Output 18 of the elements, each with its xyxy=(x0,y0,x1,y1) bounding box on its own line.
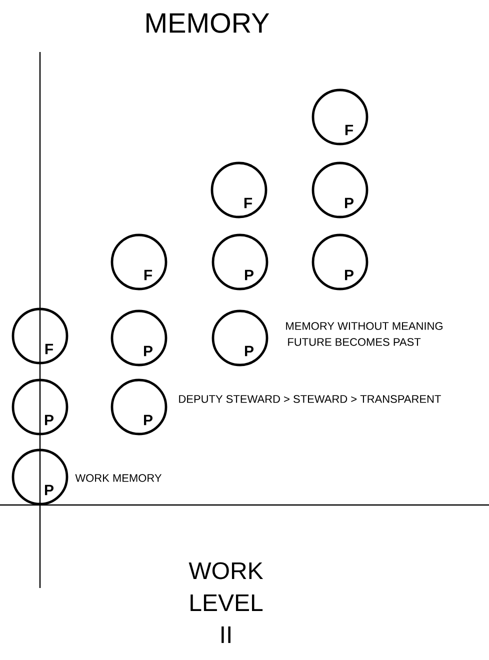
circle-node: F xyxy=(312,88,368,146)
circle-node: P xyxy=(12,378,68,436)
annotation-text: MEMORY WITHOUT MEANING xyxy=(286,322,442,330)
circle-node: P xyxy=(110,378,168,436)
annotation-text: WORK MEMORY xyxy=(75,474,162,482)
annotation-text: FUTURE BECOMES PAST xyxy=(288,338,421,346)
circle-node: F xyxy=(210,162,268,218)
circle-node: P xyxy=(12,448,68,506)
circle-node: P xyxy=(212,310,268,366)
circle-node: F xyxy=(12,308,68,364)
circle-node: F xyxy=(110,234,168,290)
circle-node: P xyxy=(110,310,168,366)
circle-node: P xyxy=(212,234,268,290)
annotation-text: DEPUTY STEWARD > STEWARD > TRANSPARENT xyxy=(179,395,441,403)
caption: WORK LEVEL II xyxy=(188,562,264,643)
title: MEMORY xyxy=(146,13,270,33)
circle-node: P xyxy=(312,234,368,290)
circle-node: P xyxy=(312,162,368,218)
